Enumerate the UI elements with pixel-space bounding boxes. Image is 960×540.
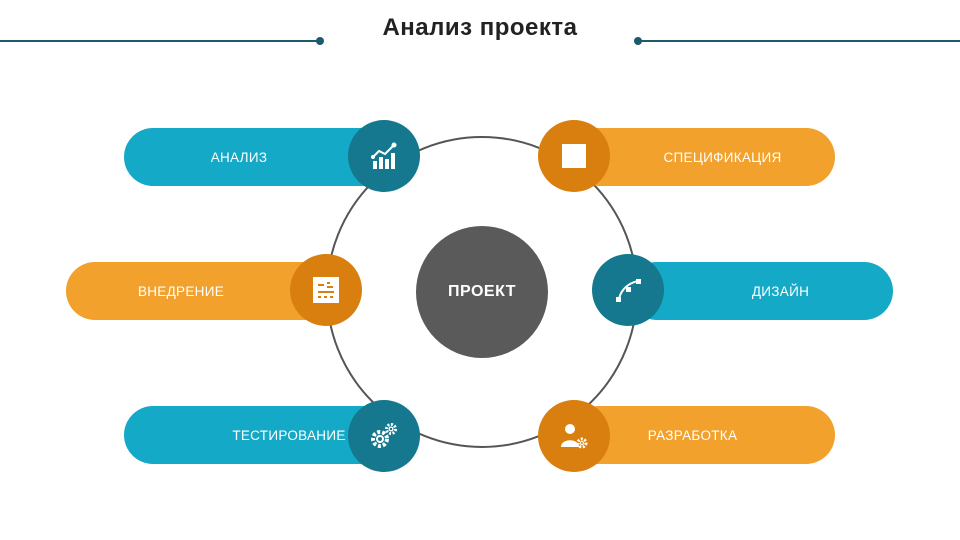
vector-icon [616, 279, 641, 302]
stage-label-design: ДИЗАЙН [751, 283, 810, 299]
stage-pill-development: РАЗРАБОТКА [570, 406, 835, 464]
square-icon [562, 144, 586, 168]
project-center-circle: ПРОЕКТ [416, 226, 548, 358]
stage-badge-development [538, 400, 610, 472]
stage-label-implementation: ВНЕДРЕНИЕ [137, 283, 225, 299]
stage-badge-testing [348, 400, 420, 472]
stage-label-development: РАЗРАБОТКА [647, 427, 738, 443]
project-center-label: ПРОЕКТ [447, 283, 516, 300]
stage-badge-implementation [290, 254, 362, 326]
chart-icon [371, 142, 397, 169]
stage-label-testing: ТЕСТИРОВАНИЕ [232, 427, 346, 443]
header-line-right [638, 40, 960, 42]
stage-badge-specification [538, 120, 610, 192]
stage-label-specification: СПЕЦИФИКАЦИЯ [663, 149, 782, 165]
header-dot-left [316, 37, 324, 45]
stage-pill-testing: ТЕСТИРОВАНИЕ [124, 406, 394, 464]
page-title: Анализ проекта [382, 14, 578, 41]
stage-badge-design [592, 254, 664, 326]
stage-pill-design: ДИЗАЙН [628, 262, 893, 320]
user-gear-icon [561, 424, 588, 449]
header-line-left [0, 40, 322, 42]
stage-badge-analysis [348, 120, 420, 192]
layout-icon [313, 277, 339, 303]
stage-label-analysis: АНАЛИЗ [210, 149, 268, 165]
stage-pill-specification: СПЕЦИФИКАЦИЯ [570, 128, 835, 186]
gears-icon [371, 423, 397, 448]
